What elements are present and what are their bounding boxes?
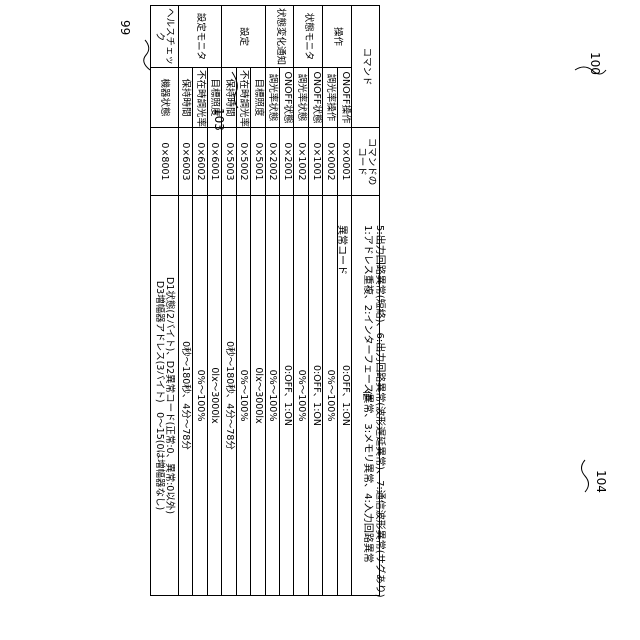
table-row: 状態モニタONOFF状態0×10010:OFF、1:ON [308,6,322,596]
table-row: ヘルスチェック機器状態0×8001D1状態(2バイト)、D2異常コード(正常:0… [151,6,179,596]
command-group: 状態変化通知 [265,6,294,68]
command-name: 保持時間 [222,68,236,128]
command-group: ヘルスチェック [151,6,179,68]
command-group: 設定モニタ [178,6,221,68]
command-code: 0×5001 [251,128,265,196]
command-code: 0×0001 [337,128,351,196]
command-name: 目標照度 [251,68,265,128]
command-group: 状態モニタ [294,6,323,68]
command-name: 調光率状態 [294,68,308,128]
error-code-notes: 5:出力回路異常(短絡)、6:出力回路異常(波形遅延異常)、7:通信波形異常(サ… [335,225,385,598]
note-title: 異常コード [335,225,347,598]
command-value: 0秒～180秒、4分～78分 [178,196,192,596]
command-code: 0×2001 [280,128,294,196]
command-value: 0:OFF、1:ON [280,196,294,596]
command-name: 調光率操作 [323,68,337,128]
command-code: 0×5003 [222,128,236,196]
command-value: 0lx～3000lx [251,196,265,596]
command-name: 機器状態 [151,68,179,128]
command-code: 0×6003 [178,128,192,196]
command-code: 0×8001 [151,128,179,196]
command-code: 0×5002 [236,128,250,196]
command-group: 操作 [323,6,352,68]
command-code: 0×1001 [308,128,322,196]
command-name: 保持時間 [178,68,192,128]
header-code: コマンドの コード [352,128,380,196]
table-row: 状態変化通知ONOFF状態0×20010:OFF、1:ON [280,6,294,596]
leader-104 [582,460,589,492]
command-value: D1状態(2バイト)、D2異常コード(正常:0、異常:0以外) D3増幅器アドレ… [151,196,179,596]
reference-numeral-99: 99 [118,20,132,35]
command-name: 調光率状態 [265,68,279,128]
command-name: ONOFF操作 [337,68,351,128]
command-name: 不在時調光率 [193,68,207,128]
command-value: 0%～100% [193,196,207,596]
table-row: 設定モニタ目標照度0×60010lx～3000lx [207,6,221,596]
table-row: 調光率状態0×10020%～100% [294,6,308,596]
command-code: 0×2002 [265,128,279,196]
command-code: 0×6002 [193,128,207,196]
command-code: 0×0002 [323,128,337,196]
table-row: 保持時間0×50030秒～180秒、4分～78分 [222,6,236,596]
command-value: 0%～100% [236,196,250,596]
command-name: 不在時調光率 [236,68,250,128]
table-row: 不在時調光率0×50020%～100% [236,6,250,596]
reference-numeral-104: 104 [594,470,608,493]
command-value: 0%～100% [265,196,279,596]
command-name: 目標照度 [207,68,221,128]
command-value: 0:OFF、1:ON [308,196,322,596]
command-value: 0秒～180秒、4分～78分 [222,196,236,596]
command-group: 設定 [222,6,265,68]
command-value: 0%～100% [294,196,308,596]
header-command: コマンド [352,6,380,128]
command-name: ONOFF状態 [280,68,294,128]
command-code: 0×1002 [294,128,308,196]
command-code: 0×6001 [207,128,221,196]
table-row: 不在時調光率0×60020%～100% [193,6,207,596]
table-row: 保持時間0×60030秒～180秒、4分～78分 [178,6,192,596]
table-row: 設定目標照度0×50010lx～3000lx [251,6,265,596]
command-name: ONOFF状態 [308,68,322,128]
table-row: 調光率状態0×20020%～100% [265,6,279,596]
note-line-2: 5:出力回路異常(短絡)、6:出力回路異常(波形遅延異常)、7:通信波形異常(サ… [373,225,385,598]
reference-numeral-100: 100 [588,52,602,75]
note-line-1: 1:アドレス重複、2:インターフェース異常、3:メモリ異常、4:入力回路異常 [361,225,373,598]
command-value: 0lx～3000lx [207,196,221,596]
